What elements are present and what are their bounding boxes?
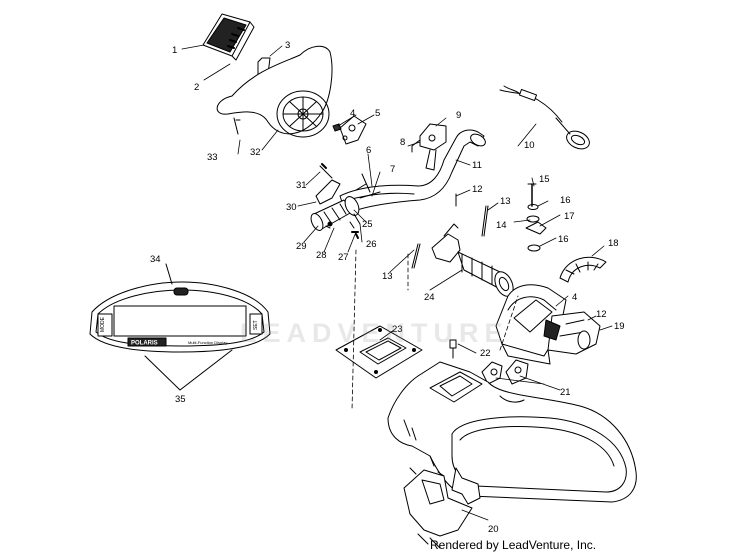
part-bracket <box>481 359 529 385</box>
callout-13: 13 <box>500 196 511 207</box>
callout-28: 28 <box>316 250 327 261</box>
callout-35: 35 <box>175 394 186 405</box>
part-left-grip <box>310 196 360 231</box>
callout-24: 24 <box>424 292 435 303</box>
part-cotter-pins <box>411 193 489 269</box>
callout-16: 16 <box>560 195 571 206</box>
callout-21: 21 <box>560 387 571 398</box>
part-lever <box>315 163 341 205</box>
part-grip-hardware <box>325 173 381 239</box>
callout-4: 4 <box>350 108 355 119</box>
callout-23: 23 <box>392 324 403 335</box>
part-handlebar <box>339 129 486 215</box>
display-caption: Multi-Function Display <box>188 340 227 345</box>
part-throttle-block <box>411 123 447 171</box>
callout-7: 7 <box>390 164 395 175</box>
callout-27: 27 <box>338 252 349 263</box>
callout-17: 17 <box>564 211 575 222</box>
multi-function-display <box>89 281 271 353</box>
callout-34: 34 <box>150 254 161 265</box>
callout-20: 20 <box>488 524 499 535</box>
part-hardware-stack <box>525 183 547 252</box>
callout-3: 3 <box>285 40 290 51</box>
callout-1: 1 <box>172 45 177 56</box>
callout-15: 15 <box>539 174 550 185</box>
part-screw <box>449 339 457 359</box>
callout-10: 10 <box>524 140 535 151</box>
part-handlebar-cover <box>216 45 333 138</box>
callout-labels: 1 2 3 4 5 6 7 8 9 10 11 12 13 15 14 16 1… <box>150 40 625 535</box>
callout-14: 14 <box>496 220 507 231</box>
footer-credit: Rendered by LeadVenture, Inc. <box>430 538 597 552</box>
mode-button-label: MODE <box>100 316 106 332</box>
part-steering-mount <box>495 284 601 365</box>
polaris-logo: POLARIS <box>131 341 158 347</box>
callout-33: 33 <box>207 152 218 163</box>
callout-22: 22 <box>480 348 491 359</box>
callout-11: 11 <box>472 160 482 171</box>
part-throttle-cable <box>499 85 590 150</box>
callout-32: 32 <box>250 147 261 158</box>
callout-16b: 16 <box>558 234 569 245</box>
callout-13b: 13 <box>382 271 393 282</box>
callout-26: 26 <box>366 239 377 250</box>
leader-lines <box>181 44 613 521</box>
callout-18: 18 <box>608 238 619 249</box>
callout-8: 8 <box>400 137 405 148</box>
callout-29: 29 <box>296 241 307 252</box>
callout-25: 25 <box>362 219 373 230</box>
callout-6: 6 <box>366 145 371 156</box>
callout-31: 31 <box>296 180 307 191</box>
callout-9: 9 <box>456 110 461 121</box>
callout-5: 5 <box>375 108 380 119</box>
part-arc-bracket <box>559 256 607 283</box>
callout-4b: 4 <box>572 292 577 303</box>
part-right-grip <box>431 223 514 297</box>
set-button-label: SET <box>253 320 259 330</box>
part-display-module <box>202 13 255 61</box>
display-leader-lines <box>144 263 233 391</box>
callout-12b: 12 <box>596 309 607 320</box>
callout-30: 30 <box>286 202 297 213</box>
callout-19: 19 <box>614 321 625 332</box>
part-display-plate <box>335 325 423 379</box>
part-lower-bracket <box>403 467 481 549</box>
display-panel-text: MODE SET POLARIS Multi-Function Display <box>100 316 259 346</box>
callout-12: 12 <box>472 184 483 195</box>
part-clamp <box>332 115 367 145</box>
callout-2: 2 <box>194 82 199 93</box>
